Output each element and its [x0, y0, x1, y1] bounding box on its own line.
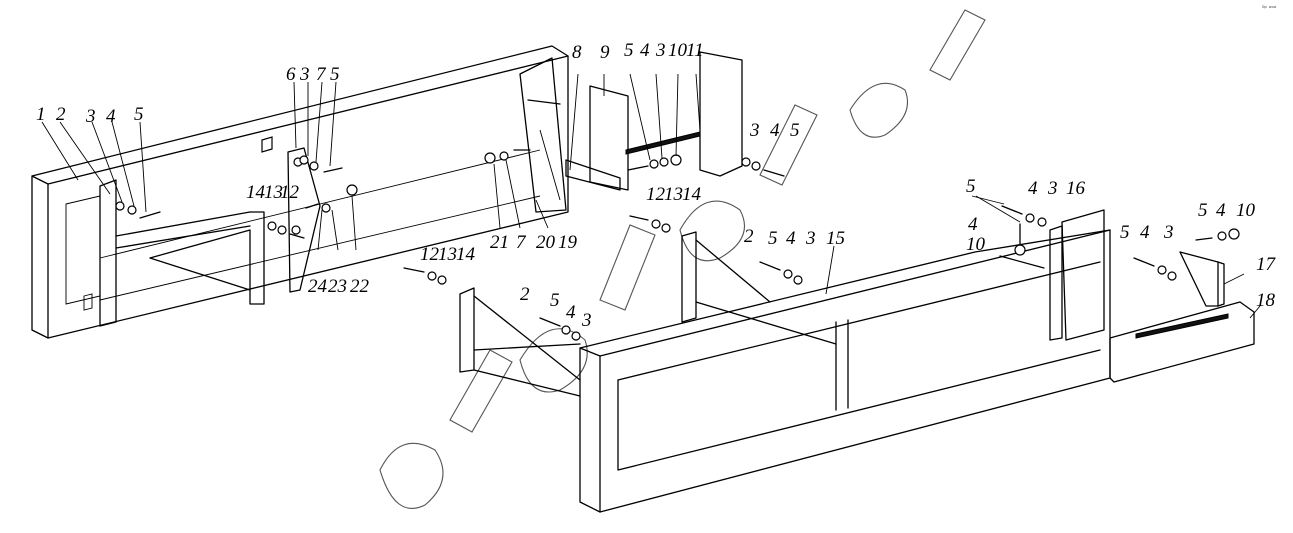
callout-7: 7: [316, 64, 327, 85]
left-frame: [83, 179, 265, 327]
callout-4j: 4: [1140, 222, 1150, 243]
callout-20: 20: [536, 232, 556, 253]
callout-3d: 3: [749, 120, 760, 141]
callout-3g: 3: [1047, 178, 1058, 199]
callout-4d: 4: [770, 120, 780, 141]
bolt-group-12-13-14-lower: [403, 267, 447, 285]
callout-14b: 14: [682, 184, 702, 205]
extension-18: [1109, 301, 1255, 383]
callout-4f: 4: [566, 302, 576, 323]
callout-4e: 4: [786, 228, 796, 249]
callout-3c: 3: [655, 40, 666, 61]
callout-22: 22: [350, 276, 370, 297]
fasteners: [115, 149, 1240, 341]
callout-3e: 3: [805, 228, 816, 249]
callout-4i: 4: [1216, 200, 1226, 221]
callout-13: 13: [264, 182, 283, 203]
callout-1: 1: [36, 104, 46, 125]
callout-24: 24: [308, 276, 328, 297]
callout-3b: 3: [299, 64, 310, 85]
bolt-group-5-4-3-mid: [759, 261, 803, 285]
watermark: [379, 9, 986, 510]
callout-4: 4: [106, 106, 116, 127]
bolt-group-bracket: [299, 155, 358, 213]
mid-bracket: [519, 57, 621, 213]
bolt-group-top-right: [627, 154, 785, 177]
bolt-group-left: [115, 201, 161, 219]
callout-8: 8: [572, 42, 582, 63]
plate-9: [589, 85, 629, 191]
callout-18: 18: [1256, 290, 1276, 311]
callout-11: 11: [686, 40, 704, 61]
callout-4g: 4: [1028, 178, 1038, 199]
callout-13b: 13: [664, 184, 683, 205]
callout-5: 5: [134, 104, 144, 125]
callout-12b: 12: [646, 184, 666, 205]
callouts: 1 2 3 4 5 6 3 7 5 8 9 5 4 3 10 11 3 4 5 …: [36, 40, 1277, 331]
callout-5e: 5: [768, 228, 778, 249]
callout-14c: 14: [456, 244, 476, 265]
callout-5f: 5: [550, 290, 560, 311]
leader-lines: [41, 73, 1261, 319]
callout-5d: 5: [790, 120, 800, 141]
callout-5h: 5: [1198, 200, 1208, 221]
support-frame-right: [681, 231, 837, 345]
callout-3h: 3: [1163, 222, 1174, 243]
callout-4c: 4: [640, 40, 650, 61]
callout-5g: 5: [966, 176, 976, 197]
end-panel-16: [1049, 209, 1105, 341]
callout-4h: 4: [968, 214, 978, 235]
callout-21: 21: [490, 232, 509, 253]
cover-plate-11: [625, 51, 743, 177]
callout-10b: 10: [966, 234, 986, 255]
callout-5b: 5: [330, 64, 340, 85]
callout-2b: 2: [744, 226, 754, 247]
bolt-group-right-17: [1133, 228, 1240, 281]
bolt-group-right-top: [999, 205, 1047, 269]
corner-mark: ⁰ᵖ ᵒᵒᵒ: [1262, 5, 1277, 12]
callout-16: 16: [1066, 178, 1086, 199]
callout-12: 12: [280, 182, 300, 203]
callout-10c: 10: [1236, 200, 1256, 221]
callout-3: 3: [85, 106, 96, 127]
callout-5c: 5: [624, 40, 634, 61]
front-trough: [579, 229, 1111, 513]
callout-13c: 13: [438, 244, 457, 265]
callout-17: 17: [1256, 254, 1277, 275]
bolt-group-14-13-12: [267, 221, 305, 239]
callout-12c: 12: [420, 244, 440, 265]
support-frame-left: [459, 287, 581, 397]
bracket-17: [1179, 251, 1225, 307]
callout-2: 2: [56, 104, 66, 125]
callout-23: 23: [328, 276, 347, 297]
bolt-group-21-20: [484, 149, 531, 164]
callout-10: 10: [668, 40, 688, 61]
callout-7b: 7: [516, 232, 527, 253]
callout-14: 14: [246, 182, 266, 203]
callout-3f: 3: [581, 310, 592, 331]
bolt-group-5-4-3-left: [539, 317, 581, 341]
callout-15: 15: [826, 228, 845, 249]
callout-2c: 2: [520, 284, 530, 305]
callout-6: 6: [286, 64, 296, 85]
rear-panel: [31, 45, 569, 339]
callout-19: 19: [558, 232, 578, 253]
callout-5i: 5: [1120, 222, 1130, 243]
bolt-group-12-13-14-upper: [629, 215, 671, 233]
callout-9: 9: [600, 42, 610, 63]
